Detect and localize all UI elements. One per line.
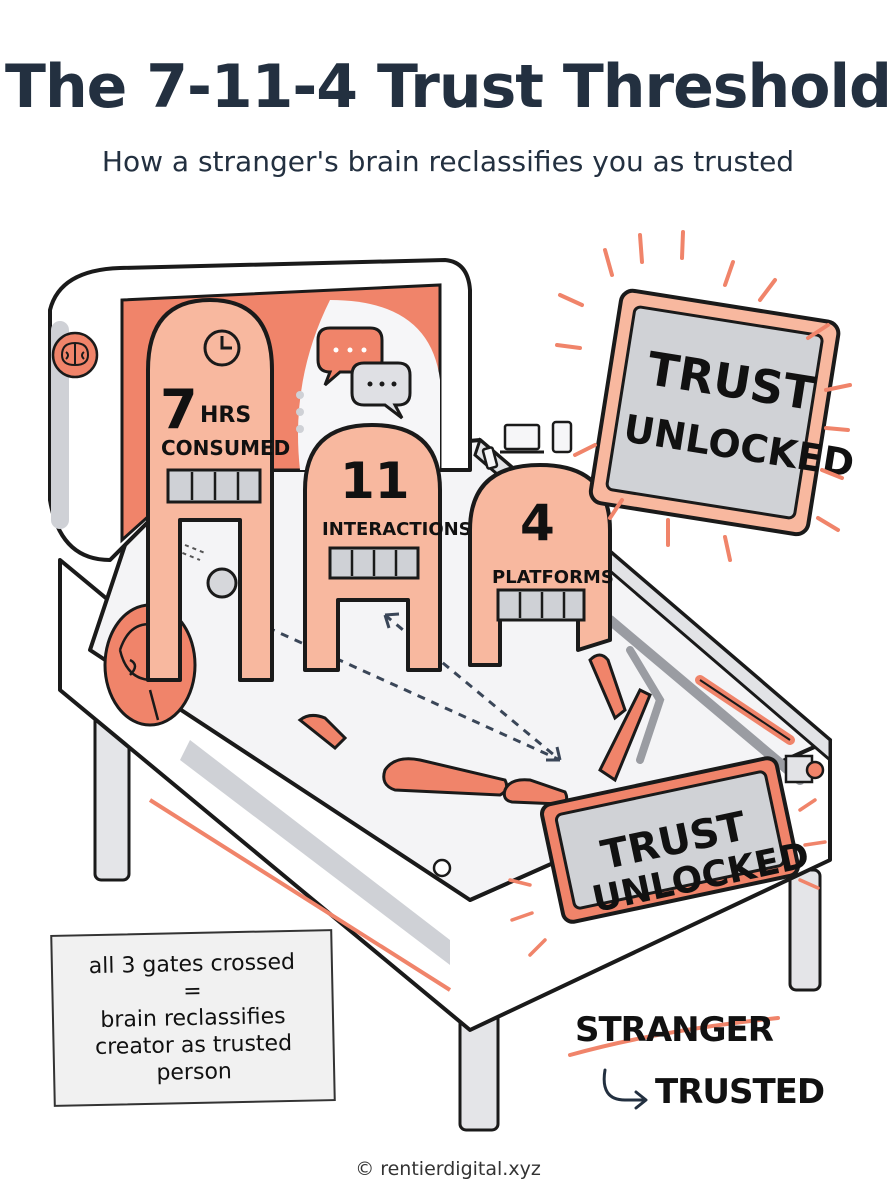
pinball-ball — [206, 567, 238, 599]
gate-1-label-top: HRS — [200, 403, 251, 428]
glow-rays-front — [508, 798, 827, 957]
note-line-5: person — [156, 1058, 233, 1086]
footer-credit: © rentierdigital.xyz — [355, 1158, 541, 1180]
devices-icon — [481, 420, 573, 470]
note-line-2: = — [182, 978, 202, 1004]
turn-arrow-icon — [602, 1068, 648, 1110]
plunger — [784, 754, 825, 784]
gate-1-label-bottom: CONSUMED — [161, 436, 290, 460]
status-to: TRUSTED — [655, 1072, 825, 1112]
gate-2-label: INTERACTIONS — [322, 519, 472, 540]
glow-rays-top — [555, 230, 852, 562]
gate-4-platforms — [468, 463, 612, 667]
page-subtitle: How a stranger's brain reclassifies you … — [101, 145, 795, 178]
backglass-sign — [588, 288, 841, 537]
gate-2-number: 11 — [340, 452, 410, 510]
front-sign — [540, 756, 800, 924]
clock-icon — [203, 329, 241, 367]
page-title: The 7-11-4 Trust Threshold — [5, 52, 892, 122]
note-line-1: all 3 gates crossed — [88, 949, 296, 979]
status-from: STRANGER — [575, 1010, 774, 1050]
gate-1-number: 7 — [160, 378, 198, 441]
gate-3-number: 4 — [520, 494, 555, 552]
gate-7-hours — [146, 298, 274, 682]
gate-11-interactions — [303, 423, 442, 672]
note-line-4: creator as trusted — [94, 1030, 293, 1060]
gate-3-label: PLATFORMS — [492, 567, 614, 588]
flippers — [297, 653, 652, 806]
brain-icon — [51, 331, 99, 379]
summary-note: all 3 gates crossed = brain reclassifies… — [50, 929, 336, 1107]
strikethrough-line — [568, 1016, 780, 1057]
chat-bubbles-icon — [316, 326, 412, 420]
note-line-3: brain reclassifies — [100, 1003, 286, 1033]
